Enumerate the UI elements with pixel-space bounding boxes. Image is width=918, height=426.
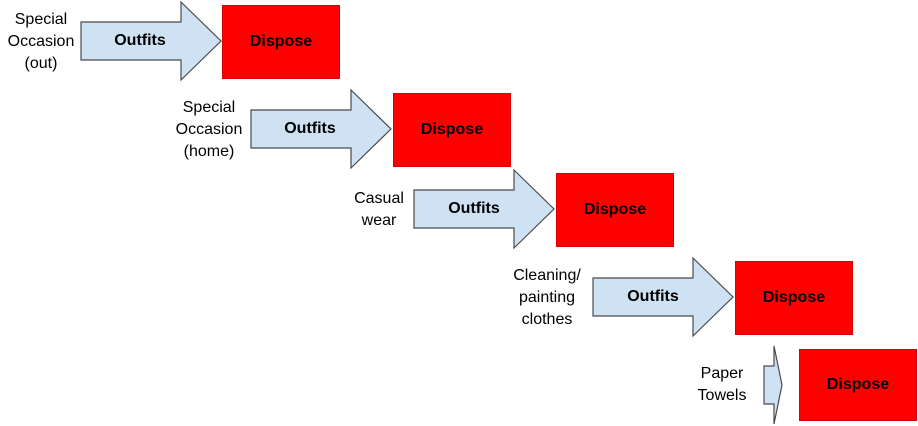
row-1-dispose-box: Dispose <box>222 5 340 79</box>
row-3-arrow: Outfits <box>413 168 555 250</box>
row-1-arrow-shape <box>80 0 222 82</box>
row-4-arrow: Outfits <box>592 256 734 338</box>
row-4-label: Cleaning/ painting clothes <box>513 267 581 328</box>
row-2-arrow: Outfits <box>250 88 392 170</box>
row-5-label: Paper Towels <box>697 365 747 404</box>
row-4-arrow-shape <box>592 256 734 338</box>
row-2-arrow-label: Outfits <box>284 120 336 137</box>
row-5-dispose-box: Dispose <box>799 349 917 421</box>
row-1-arrow: Outfits <box>80 0 222 82</box>
row-5-arrow-label <box>764 346 782 424</box>
row-3-arrow-shape <box>413 168 555 250</box>
row-1-label: Special Occasion (out) <box>7 11 75 72</box>
row-2-arrow-shape <box>250 88 392 170</box>
row-4-dispose-box: Dispose <box>735 261 853 335</box>
row-5-arrow-shape <box>763 345 783 425</box>
row-5-arrow <box>763 345 783 425</box>
row-1-arrow-label: Outfits <box>114 32 166 49</box>
row-3-dispose-box: Dispose <box>556 173 674 247</box>
row-3-arrow-label: Outfits <box>448 200 500 217</box>
row-2-dispose-box: Dispose <box>393 93 511 167</box>
row-4-arrow-label: Outfits <box>627 288 679 305</box>
row-2-label: Special Occasion (home) <box>175 99 243 160</box>
row-3-label: Casual wear <box>354 190 404 229</box>
